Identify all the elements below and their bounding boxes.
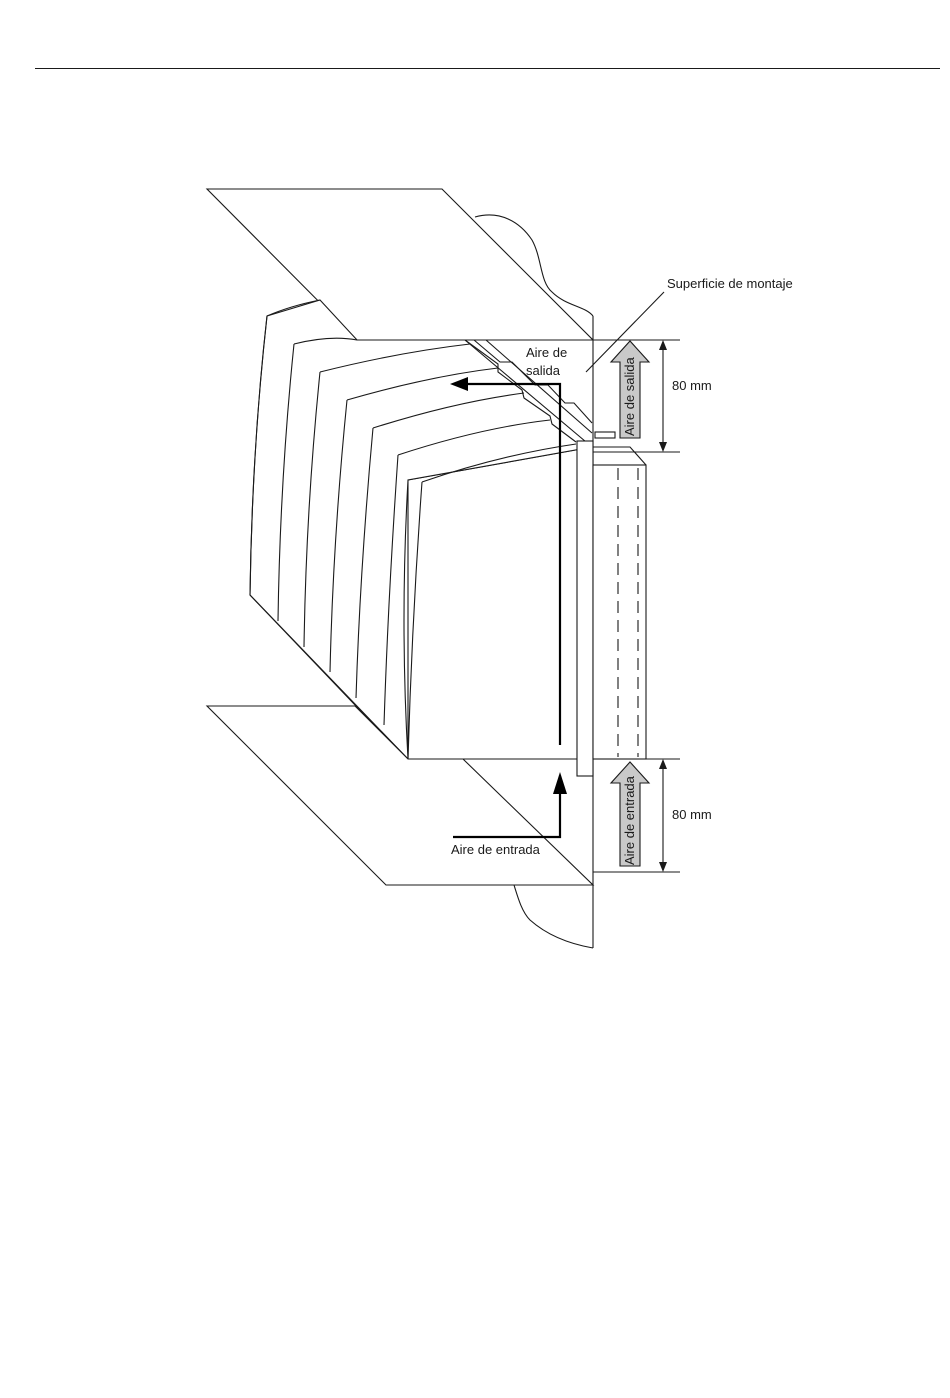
air-out-arrow-text: Aire de salida bbox=[622, 356, 637, 436]
air-out-block-arrow: Aire de salida bbox=[611, 341, 649, 438]
dimension-bottom-label: 80 mm bbox=[672, 807, 712, 822]
dimension-top-label: 80 mm bbox=[672, 378, 712, 393]
top-plate bbox=[207, 189, 593, 340]
air-out-label-line2: salida bbox=[526, 363, 561, 378]
air-in-label: Aire de entrada bbox=[451, 842, 541, 857]
air-in-block-arrow: Aire de entrada bbox=[611, 762, 649, 866]
air-in-arrow-text: Aire de entrada bbox=[622, 775, 637, 865]
air-in-arrowhead bbox=[553, 772, 567, 794]
mounting-surface-label: Superficie de montaje bbox=[667, 276, 793, 291]
air-out-label-line1: Aire de bbox=[526, 345, 567, 360]
